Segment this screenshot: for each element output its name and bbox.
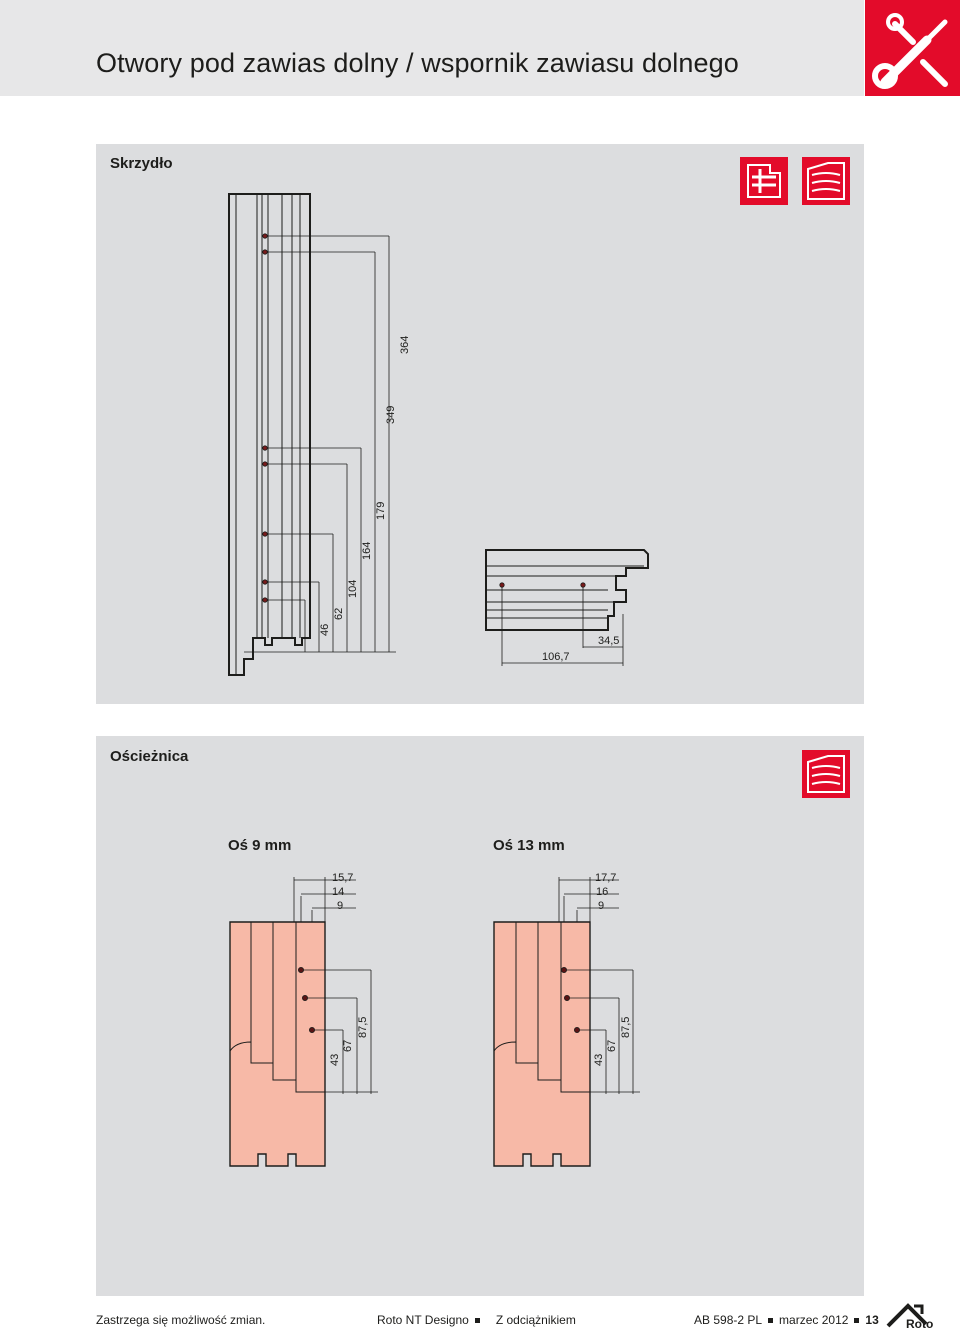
dim-62: 62 bbox=[333, 608, 345, 620]
frame-profile-right bbox=[493, 921, 591, 1167]
dim-9-left: 9 bbox=[337, 900, 343, 912]
tools-badge bbox=[865, 0, 960, 96]
footer-product-info: Roto NT Designo Z odciążnikiem bbox=[377, 1313, 576, 1327]
footer-variant: Z odciążnikiem bbox=[495, 1313, 576, 1327]
frame-left-holes bbox=[293, 877, 378, 1094]
separator-square bbox=[768, 1318, 774, 1324]
dim-14: 14 bbox=[332, 886, 344, 898]
dim-164: 164 bbox=[361, 542, 373, 560]
separator-square bbox=[854, 1318, 860, 1324]
dim-34-5: 34,5 bbox=[598, 635, 619, 647]
dim-87-5-left: 87,5 bbox=[357, 1017, 369, 1038]
axis-label-9mm: Oś 9 mm bbox=[228, 837, 292, 854]
frame-section-label: Ościeżnica bbox=[110, 748, 189, 765]
sash-profile-horizontal bbox=[485, 549, 649, 631]
dim-15-7: 15,7 bbox=[332, 872, 353, 884]
dim-67-left: 67 bbox=[342, 1040, 354, 1052]
dim-17-7: 17,7 bbox=[595, 872, 616, 884]
sash-section-label: Skrzydło bbox=[110, 155, 173, 172]
frame-section: Ościeżnica Oś 9 mm Oś 13 mm bbox=[96, 736, 864, 1296]
frame-profile-left bbox=[229, 921, 326, 1167]
sash-profile-vertical bbox=[228, 193, 311, 676]
roto-logo: Roto bbox=[886, 1302, 948, 1331]
footer-date: marzec 2012 bbox=[779, 1313, 849, 1327]
wood-profile-icon bbox=[802, 750, 850, 798]
dim-46: 46 bbox=[319, 624, 331, 636]
dim-16: 16 bbox=[596, 886, 608, 898]
wood-profile-icon bbox=[802, 157, 850, 205]
dim-349: 349 bbox=[385, 406, 397, 424]
dim-87-5-right: 87,5 bbox=[620, 1017, 632, 1038]
footer-disclaimer: Zastrzega się możliwość zmian. bbox=[96, 1313, 266, 1327]
dim-106-7: 106,7 bbox=[542, 651, 570, 663]
separator-square bbox=[474, 1318, 480, 1324]
frame-drawing: 15,7 14 9 43 67 87,5 bbox=[229, 872, 640, 1167]
sash-vertical-dim-labels: 46 62 104 164 179 349 364 bbox=[319, 336, 411, 636]
dim-67-right: 67 bbox=[606, 1040, 618, 1052]
dim-104: 104 bbox=[347, 580, 359, 598]
footer-doc-ref: AB 598-2 PL bbox=[694, 1313, 763, 1327]
dim-9-right: 9 bbox=[598, 900, 604, 912]
dim-364: 364 bbox=[399, 336, 411, 354]
dim-43-left: 43 bbox=[329, 1054, 341, 1066]
sash-section: Skrzydło bbox=[96, 144, 864, 704]
header-band bbox=[0, 0, 864, 96]
sash-drawing: 46 62 104 164 179 349 364 106,7 bbox=[228, 193, 649, 676]
frame-right-holes bbox=[558, 877, 640, 1094]
dim-43-right: 43 bbox=[593, 1054, 605, 1066]
aluminium-wood-profile-icon bbox=[740, 157, 788, 205]
page-title: Otwory pod zawias dolny / wspornik zawia… bbox=[96, 48, 739, 78]
dim-179: 179 bbox=[375, 502, 387, 520]
sash-dimension-lines bbox=[244, 236, 396, 653]
page-number: 13 bbox=[865, 1313, 879, 1327]
sash-hole-markers bbox=[262, 233, 389, 603]
wrench-screwdriver-icon bbox=[872, 13, 948, 89]
sash-horizontal-holes bbox=[499, 582, 624, 666]
footer-product: Roto NT Designo bbox=[377, 1313, 469, 1327]
logo-text: Roto bbox=[906, 1317, 933, 1329]
footer-doc-info: AB 598-2 PL marzec 2012 13 bbox=[694, 1313, 879, 1327]
axis-label-13mm: Oś 13 mm bbox=[493, 837, 565, 854]
